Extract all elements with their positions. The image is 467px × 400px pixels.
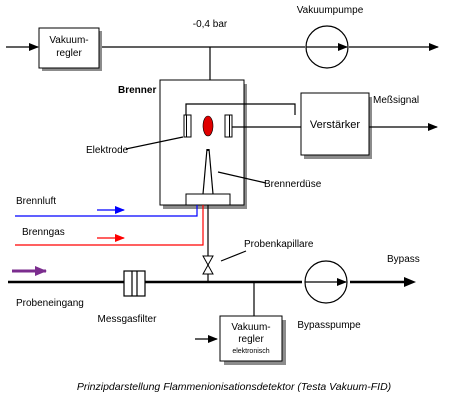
vakuumregler-bottom-label-3: elektronisch <box>232 348 269 355</box>
elektrode-leader <box>125 136 184 150</box>
vakuumpumpe-label: Vakuumpumpe <box>297 5 364 16</box>
probenkapillare-valve-icon <box>202 255 214 275</box>
vakuumregler-top-label-2: regler <box>56 48 82 59</box>
messsignal-label: Meßsignal <box>373 95 419 106</box>
brennerduese-leader <box>217 171 267 184</box>
bypass-label: Bypass <box>387 254 420 265</box>
bypasspumpe-label: Bypasspumpe <box>297 320 361 331</box>
brenngas-line <box>15 205 204 246</box>
elektrode-left <box>183 114 192 138</box>
elektrode-right <box>224 114 233 138</box>
electrode-circuit <box>185 103 296 115</box>
probenkapillare-leader <box>220 250 247 262</box>
brennluft-line <box>15 205 198 217</box>
verstaerker-label: Verstärker <box>310 119 360 131</box>
probenkapillare-label: Probenkapillare <box>244 239 314 250</box>
elektrode-label: Elektrode <box>86 145 129 156</box>
messgasfilter-label: Messgasfilter <box>98 314 158 325</box>
brenner-label: Brenner <box>118 85 156 96</box>
bypasspumpe-icon <box>304 260 348 304</box>
verstaerker-box <box>300 92 372 159</box>
vakuumpumpe-icon <box>305 25 349 69</box>
brenngas-label: Brenngas <box>22 227 65 238</box>
brennluft-label: Brennluft <box>16 196 56 207</box>
vakuumregler-top: Vakuum- regler <box>38 27 102 71</box>
brenner-box <box>159 79 247 209</box>
vakuumregler-bottom-label-2: regler <box>238 334 264 345</box>
flame-icon <box>202 115 214 137</box>
vakuumregler-bottom-label-1: Vakuum- <box>231 322 270 333</box>
vakuumregler-bottom: Vakuum- regler elektronisch <box>219 315 286 365</box>
diagram-caption: Prinzipdarstellung Flammenionisationsdet… <box>77 381 391 393</box>
bypass-arrowhead <box>404 277 416 287</box>
brennerduese-label: Brennerdüse <box>264 179 322 190</box>
pressure-label: -0,4 bar <box>193 19 228 30</box>
vakuumregler-top-label-1: Vakuum- <box>49 35 88 46</box>
brennerduese-icon <box>185 148 231 206</box>
probeneingang-label: Probeneingang <box>16 298 84 309</box>
messgasfilter-icon <box>123 270 146 297</box>
